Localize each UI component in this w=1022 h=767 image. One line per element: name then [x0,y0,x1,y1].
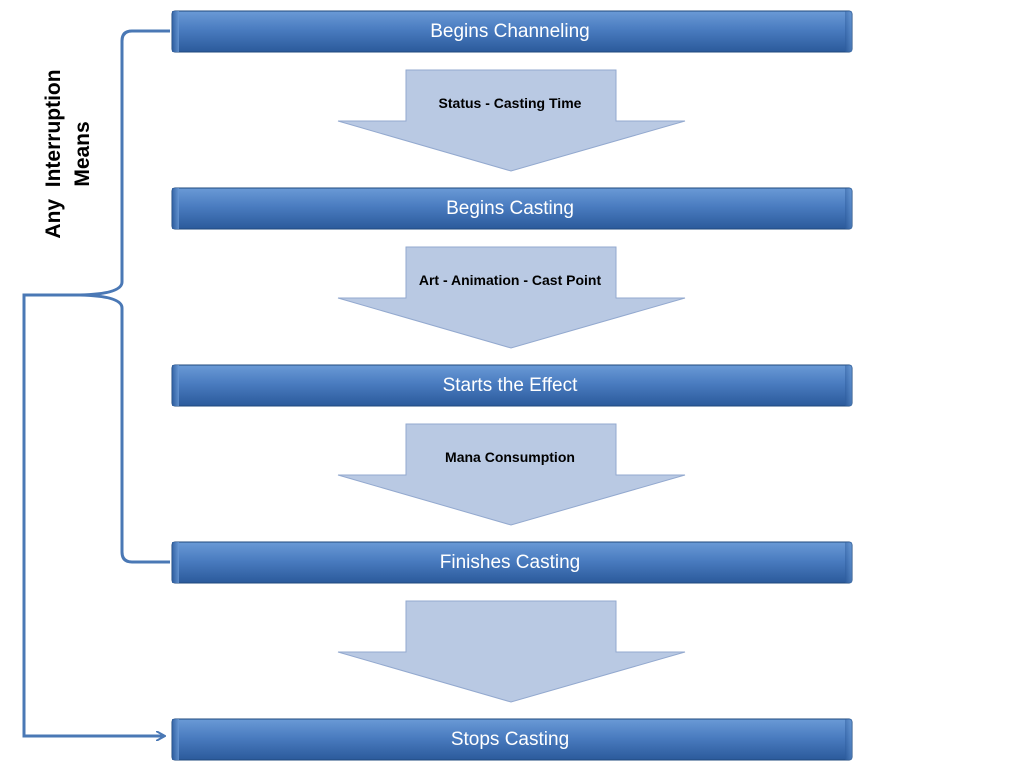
interruption-connector [22,293,164,736]
transition-arrow-mana-consumption: Mana Consumption [337,423,686,526]
side-note: Any Interruption Means [42,69,94,238]
stage-label: Stops Casting [451,729,569,750]
transition-label: Art - Animation - Cast Point [419,272,602,288]
transition-arrow-cast-point: Art - Animation - Cast Point [337,246,686,349]
stage-finishes-casting: Finishes Casting [171,541,853,584]
transition-arrow-casting-time: Status - Casting Time [337,69,686,172]
stage-begins-casting: Begins Casting [171,187,853,230]
stage-label: Begins Channeling [430,21,590,42]
side-note-line-2: Means [71,121,94,186]
transition-label: Mana Consumption [445,449,575,465]
transition-arrow-final [337,600,686,703]
stage-begins-channeling: Begins Channeling [171,10,853,53]
transition-label: Status - Casting Time [439,95,582,111]
stage-label: Begins Casting [446,198,574,219]
stage-stops-casting: Stops Casting [171,718,853,761]
stage-label: Starts the Effect [443,375,579,396]
stage-starts-the-effect: Starts the Effect [171,364,853,407]
side-note-line-1: Any Interruption [42,69,65,238]
stage-label: Finishes Casting [440,552,580,573]
interruption-brace [79,29,170,564]
